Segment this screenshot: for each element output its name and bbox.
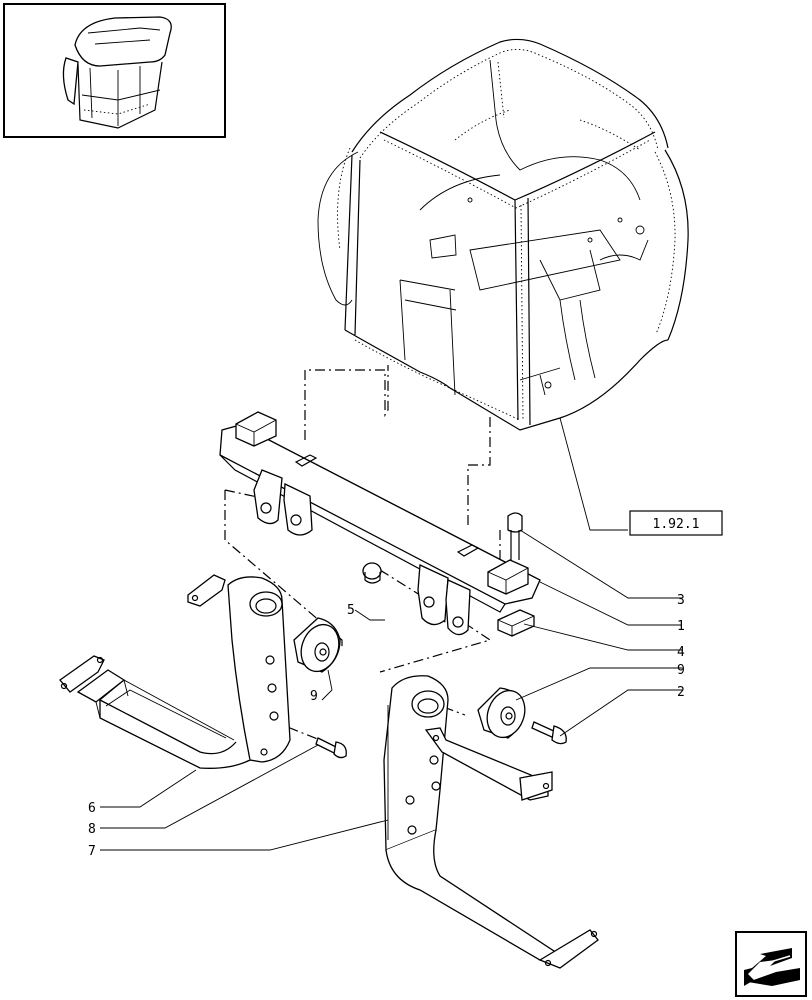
next-page-arrow-icon[interactable]: [735, 931, 807, 997]
bolt-8: [315, 737, 347, 759]
callout-4: 4: [677, 645, 685, 660]
cab-frame: [317, 38, 689, 431]
callout-3: 3: [677, 593, 685, 608]
reference-box: 1.92.1: [629, 510, 723, 536]
reference-box-text: 1.92.1: [653, 517, 700, 532]
callout-7: 7: [88, 844, 96, 859]
rubber-mount-9-right: [477, 687, 526, 739]
callout-9-right: 9: [677, 663, 685, 678]
callout-6: 6: [88, 801, 96, 816]
cab-thumbnail: [3, 3, 226, 138]
support-arm-7: [383, 675, 599, 969]
crossbar-bracket: [219, 411, 541, 636]
callout-labels: 3 1 4 9 2 6 8 7 5 9: [88, 593, 685, 859]
cab-thumbnail-icon: [62, 16, 172, 129]
callout-9-left: 9: [310, 689, 318, 704]
leader-lines: [100, 417, 682, 851]
rubber-mount-9-left: [293, 617, 341, 673]
support-arm-6: [59, 574, 291, 769]
callout-1: 1: [677, 619, 685, 634]
bolt-2: [531, 721, 567, 745]
callout-2: 2: [677, 685, 685, 700]
bolt-3: [507, 512, 523, 560]
plate-4: [497, 609, 535, 637]
bushing-5: [362, 562, 382, 584]
callout-8: 8: [88, 822, 96, 837]
callout-5: 5: [347, 603, 355, 618]
